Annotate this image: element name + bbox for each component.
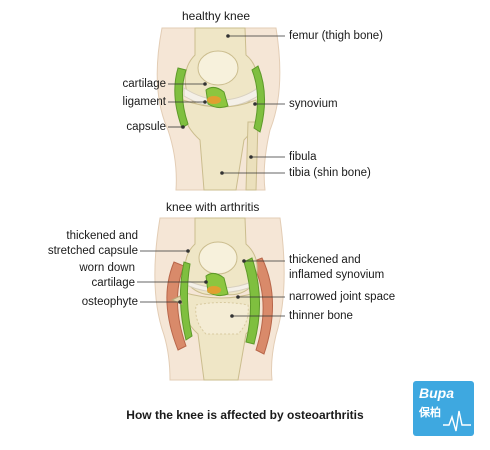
figure-caption: How the knee is affected by osteoarthrit…: [126, 408, 364, 422]
label-fibula: fibula: [289, 151, 317, 163]
healthy-ligament-core: [207, 96, 221, 104]
arthritic-synovium-left: [179, 261, 193, 341]
leader-lines: [137, 34, 285, 318]
bupa-logo: Bupa 保柏: [413, 381, 474, 436]
label-ligament: ligament: [122, 96, 166, 108]
label-capsule-line2: stretched capsule: [47, 245, 138, 257]
label-cartilage-line1: worn down: [79, 262, 135, 274]
arthritis-knee-title: knee with arthritis: [166, 200, 260, 214]
label-cartilage: cartilage: [122, 78, 166, 90]
arthritic-capsule-right: [251, 257, 274, 355]
arthritic-capsule-left: [166, 261, 187, 351]
arthritic-patella: [198, 241, 238, 275]
label-capsule: capsule: [126, 121, 166, 133]
logo-chinese: 保柏: [419, 407, 441, 419]
label-femur: femur (thigh bone): [289, 30, 383, 42]
healthy-synovium-right: [251, 65, 266, 133]
arthritic-ligament-core: [207, 286, 221, 294]
label-synovium-line1: thickened and: [289, 254, 361, 266]
healthy-patella: [197, 50, 239, 86]
arthritic-synovium-right: [243, 257, 260, 345]
healthy-synovium-left: [174, 67, 189, 129]
label-cartilage-line2: cartilage: [91, 277, 135, 289]
arthritic-knee-diagram: [154, 217, 285, 381]
label-thinner-bone: thinner bone: [289, 310, 353, 322]
label-osteophyte: osteophyte: [81, 296, 138, 308]
label-synovium: synovium: [289, 98, 338, 110]
label-capsule-line1: thickened and: [66, 230, 138, 242]
label-synovium-line2: inflamed synovium: [289, 269, 385, 281]
label-tibia: tibia (shin bone): [289, 167, 371, 179]
healthy-knee-diagram: [156, 27, 281, 191]
arthritic-thinner-bone: [195, 302, 249, 335]
label-joint-space: narrowed joint space: [289, 291, 396, 303]
heartbeat-icon: [443, 410, 471, 432]
logo-name: Bupa: [419, 385, 454, 401]
healthy-knee-title: healthy knee: [182, 9, 251, 23]
